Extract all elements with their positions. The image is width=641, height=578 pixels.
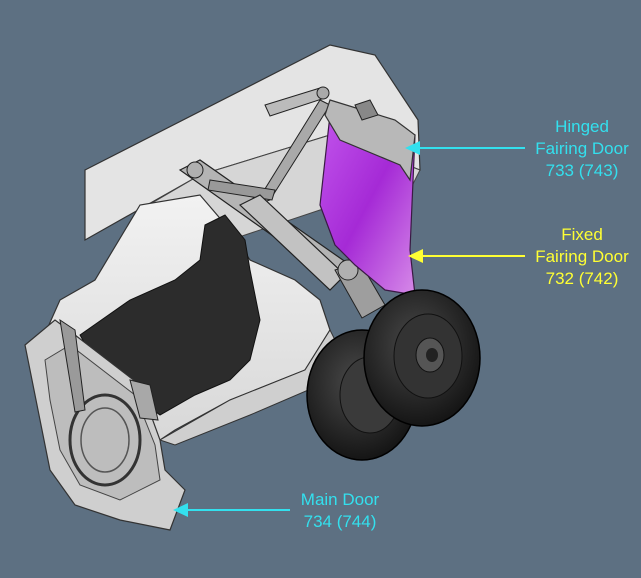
- main-door-label: Main Door 734 (744): [290, 489, 390, 533]
- actuator-pivot: [316, 86, 330, 100]
- lock-link: [207, 179, 276, 201]
- main-door-actuator: [59, 318, 86, 413]
- hinged-fairing-door-label: Hinged Fairing Door 733 (743): [527, 116, 637, 182]
- fixed-fairing-door-arrowhead: [408, 249, 423, 263]
- main-door-wheel-recess-inner: [80, 407, 130, 473]
- main-door-arrowhead: [173, 503, 188, 517]
- fixed-fairing-door-label-line-3: 732 (742): [545, 269, 619, 288]
- front-axle-center: [426, 348, 438, 362]
- hinged-fairing-door-label-line-1: Hinged: [555, 117, 609, 136]
- brace-pivot: [186, 161, 204, 179]
- main-door-label-line-2: 734 (744): [303, 512, 377, 531]
- hinged-fairing-door-label-line-2: Fairing Door: [535, 139, 629, 158]
- main-door-hinge-link: [129, 379, 159, 421]
- hinged-door-hinge: [354, 99, 379, 121]
- hinged-fairing-door-arrowhead: [405, 141, 420, 155]
- hinged-fairing-door: [324, 99, 416, 182]
- hinged-fairing-door-label-line-3: 733 (743): [545, 161, 619, 180]
- main-door-wheel-recess: [68, 393, 142, 487]
- main-door-label-line-1: Main Door: [300, 490, 380, 509]
- strut-joint: [337, 259, 359, 281]
- fixed-fairing-door-label-line-1: Fixed: [561, 225, 603, 244]
- callout-arrows: [173, 141, 525, 517]
- fixed-fairing-door-label: Fixed Fairing Door 732 (742): [527, 224, 637, 290]
- fixed-fairing-door-label-line-2: Fairing Door: [535, 247, 629, 266]
